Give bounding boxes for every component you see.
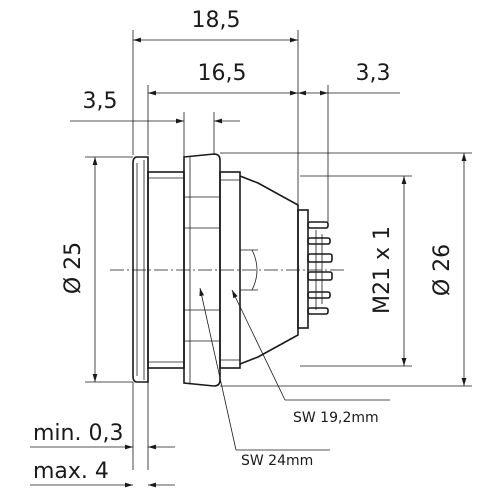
wall-min-label: min. 0,3: [33, 421, 123, 446]
overall-length-label: 18,5: [192, 8, 241, 33]
flange-diameter-label: Ø 25: [61, 242, 86, 294]
wrench-leaders: [199, 287, 390, 451]
dimension-lines: [30, 37, 467, 488]
contact-pins: [307, 221, 333, 315]
hex-nut: [183, 153, 221, 387]
insulator: [297, 209, 309, 329]
front-flange: [132, 156, 149, 383]
thread-label: M21 x 1: [370, 226, 395, 314]
flange-thickness-label: 3,5: [83, 89, 118, 114]
body-length-label: 16,5: [198, 61, 247, 86]
housing-diameter-label: Ø 26: [430, 244, 455, 296]
wall-max-label: max. 4: [33, 459, 109, 484]
extension-lines: [85, 30, 472, 470]
wrench-small-label: SW 19,2mm: [293, 410, 379, 426]
wrench-large-label: SW 24mm: [241, 453, 313, 469]
rear-length-label: 3,3: [356, 61, 391, 86]
